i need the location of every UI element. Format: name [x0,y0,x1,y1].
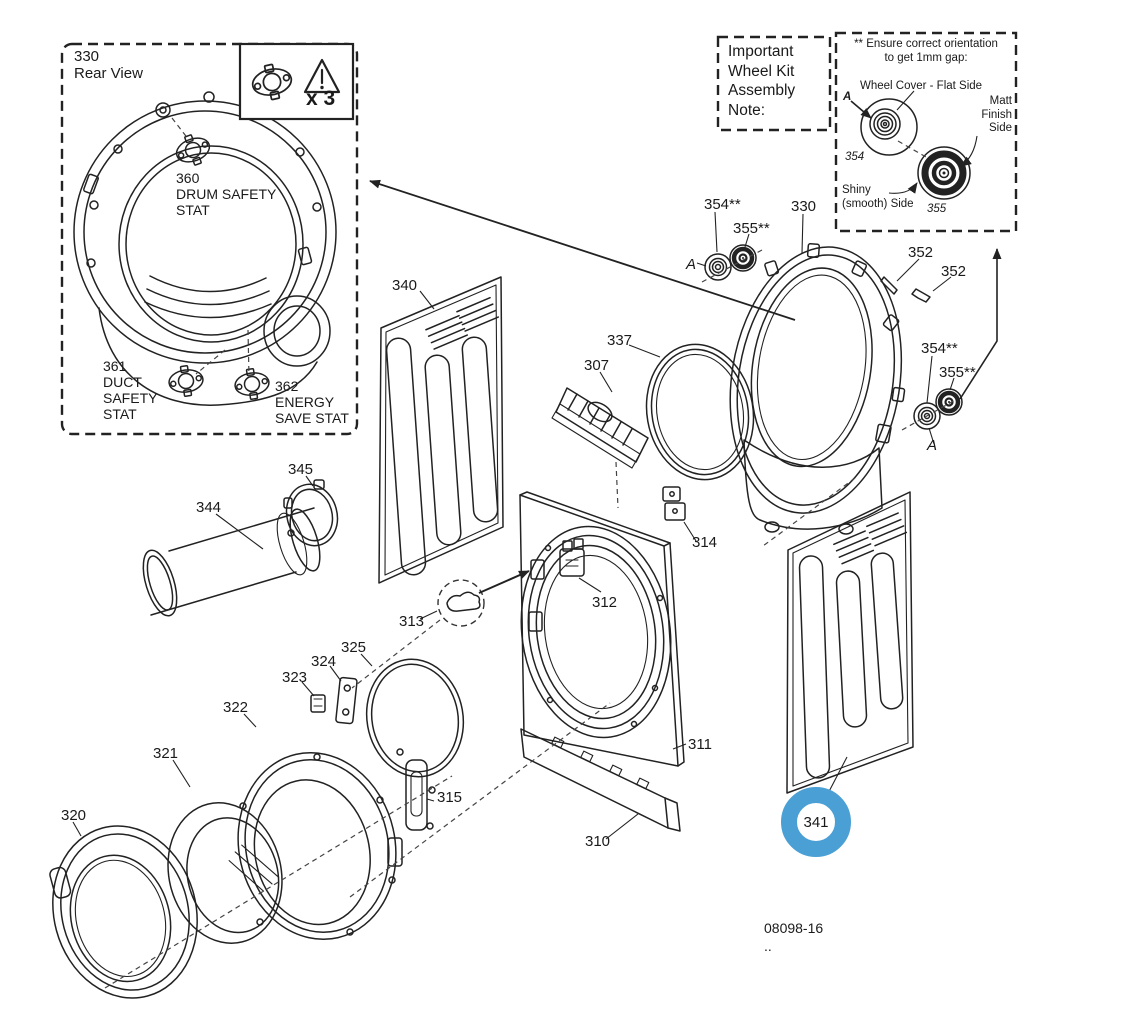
wheel-kit-note: Important Wheel Kit Assembly Note: [728,43,796,119]
duct-tube-344-art [142,507,321,617]
kick-panel-310-art [520,728,681,832]
part-label-307: 307 [584,357,610,374]
warning-icon [303,58,341,94]
part-label-352-b: 352 [941,263,967,280]
wheel-355-right [936,389,962,415]
door-seal-325-art [365,658,465,778]
orientation-note-arrow [959,248,1002,400]
part-label-313: 313 [399,613,425,630]
part-label-354-right: 354** [921,340,958,357]
part-label-345: 345 [288,461,314,478]
door-frame-322-art [237,751,403,941]
clamp-345-art [283,479,339,547]
exploded-view [49,235,962,999]
part-label-320: 320 [61,807,87,824]
ref-a-right-label: A [927,437,938,454]
wheel-355-detail [917,146,971,200]
part-label-315: 315 [437,789,463,806]
rear-panel-340-art [378,276,504,584]
document-number: 08098-16 [764,920,824,936]
part-label-324: 324 [311,653,337,670]
part-label-354-left: 354** [704,196,741,213]
door-ring-320-art [49,825,198,999]
part-354-box-label: 354 [845,151,865,163]
part-label-337: 337 [607,332,633,349]
wheel-354-detail [860,98,918,156]
orientation-instruction: ** Ensure correct orientation to get 1mm… [854,38,998,64]
thermostat-360-icon [171,129,215,171]
multiplier-label: x 3 [306,87,336,110]
part-label-321: 321 [153,745,179,762]
lint-filter-307-art [551,387,649,469]
part-label-311: 311 [688,736,712,753]
part-label-325: 325 [341,639,367,656]
rear-view-inset [60,42,359,436]
part-label-344: 344 [196,499,222,516]
door-glass-321-art [167,802,283,944]
rear-view-arrow [369,179,796,321]
wheel-355-left [730,245,756,271]
part-label-341-highlighted[interactable]: 341 [803,814,829,831]
rear-view-title: 330 Rear View [74,48,143,82]
construction-lines [104,249,958,989]
shiny-side-label: Shiny (smooth) Side [842,184,914,210]
thermostat-361-icon [166,363,206,399]
thermostat-362-icon [232,366,272,402]
clip-352-art [880,276,931,303]
part-label-310: 310 [585,833,611,850]
part-label-312: 312 [592,594,618,611]
front-panel-311-art [519,491,685,767]
highlight-ring[interactable] [781,787,851,857]
ref-a-box-label: A [843,91,852,103]
leader-lines [72,211,955,840]
door-lock-312-art [559,538,585,577]
ref-a-left-label: A [686,256,697,273]
detail-313-art [437,579,485,627]
part-label-352-a: 352 [908,244,934,261]
wheel-354-left [704,253,732,281]
wheel-kit-note-art [716,31,1018,233]
drum-rear-drawing [73,91,337,406]
part-label-323: 323 [282,669,308,686]
hinge-324-art [335,676,358,725]
stat-360-label: 360 DRUM SAFETY STAT [176,170,277,218]
part-label-355-right: 355** [939,364,976,381]
footer-marks: .. [764,938,772,954]
part-label-340: 340 [392,277,418,294]
bulkhead-330-art [729,243,906,535]
stat-362-label: 362 ENERGY SAVE STAT [275,378,349,426]
detail-arrow [478,570,530,594]
stat-361-label: 361 DUCT SAFETY STAT [103,358,158,422]
matt-side-label: Matt Finish Side [981,95,1012,134]
latch-323-art [310,694,326,713]
part-label-322: 322 [223,699,249,716]
part-355-box-label: 355 [927,203,947,215]
part-label-355-left: 355** [733,220,770,237]
wheel-cover-label: Wheel Cover - Flat Side [860,80,983,92]
side-panel-341-art [786,491,914,794]
quantity-inset [238,42,355,121]
part-label-330: 330 [791,198,817,215]
part-label-314: 314 [692,534,718,551]
bracket-314-art [662,486,686,521]
